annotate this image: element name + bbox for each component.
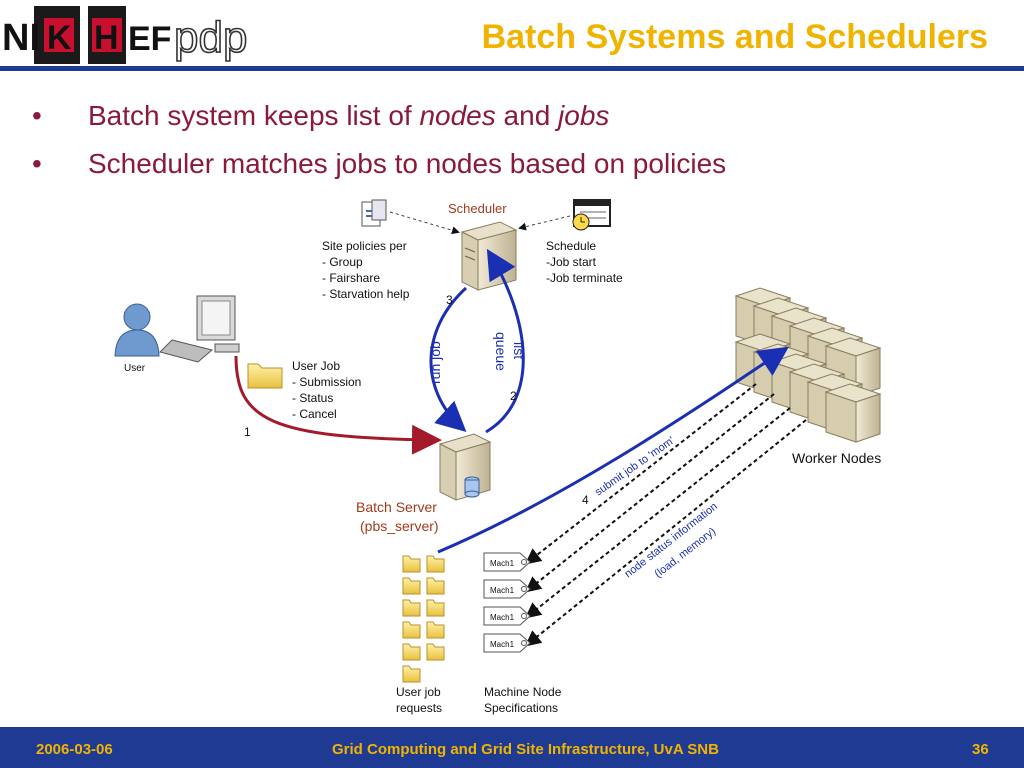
user-job-text: User Job - Submission - Status - Cancel bbox=[292, 359, 361, 421]
svg-text:- Group: - Group bbox=[322, 255, 363, 269]
batch-server-icon bbox=[438, 433, 492, 501]
mach-tag-label: Mach1 bbox=[490, 613, 515, 622]
svg-text:User Job: User Job bbox=[292, 359, 340, 373]
worker-nodes-label: Worker Nodes bbox=[792, 450, 881, 466]
svg-text:- Submission: - Submission bbox=[292, 375, 361, 389]
schedule-text: Schedule -Job start -Job terminate bbox=[546, 239, 623, 285]
user-job-requests-sublabel: requests bbox=[396, 701, 442, 715]
logo-text-pdp: pdp bbox=[174, 13, 247, 62]
scheduler-label: Scheduler bbox=[448, 201, 507, 216]
slide-header: NI K H EF pdp Batch Systems and Schedule… bbox=[0, 0, 1024, 71]
machine-node-sublabel: Specifications bbox=[484, 701, 558, 715]
submit-to-mom-arrow bbox=[437, 346, 789, 554]
footer-title: Grid Computing and Grid Site Infrastruct… bbox=[332, 741, 719, 758]
batch-server-label: Batch Server bbox=[356, 499, 437, 515]
scheduler-server-icon bbox=[460, 221, 518, 291]
svg-text:EF: EF bbox=[128, 20, 171, 58]
header-divider bbox=[0, 66, 1024, 71]
mach-tag-label: Mach1 bbox=[490, 640, 515, 649]
run-job-label: run job bbox=[427, 341, 443, 384]
svg-text:- Status: - Status bbox=[292, 391, 333, 405]
footer-page-number: 36 bbox=[972, 741, 989, 758]
svg-text:- Starvation help: - Starvation help bbox=[322, 287, 410, 301]
submit-job-arrow bbox=[234, 355, 442, 455]
logo-text-nik: NI bbox=[2, 17, 40, 59]
run-job-arrow bbox=[429, 286, 468, 433]
step-2-label: 2 bbox=[510, 389, 517, 403]
svg-text:K: K bbox=[47, 19, 72, 57]
step-1-label: 1 bbox=[244, 425, 251, 439]
batch-server-sublabel: (pbs_server) bbox=[360, 518, 439, 534]
list-label: list bbox=[511, 342, 527, 359]
nikhef-pdp-logo: NI K H EF pdp bbox=[0, 6, 248, 64]
footer-date: 2006-03-06 bbox=[36, 741, 113, 758]
svg-text:-Job start: -Job start bbox=[546, 255, 597, 269]
svg-text:H: H bbox=[94, 19, 119, 57]
calendar-clock-icon bbox=[572, 199, 611, 231]
batch-system-diagram: Scheduler Site policies per - Group - Fa… bbox=[114, 199, 881, 715]
machine-node-label: Machine Node bbox=[484, 685, 562, 699]
bullet-text: Scheduler matches jobs to nodes based on… bbox=[88, 148, 727, 179]
site-policies-text: Site policies per - Group - Fairshare - … bbox=[322, 239, 410, 301]
step-3-label: 3 bbox=[446, 293, 453, 307]
bullet-dot: • bbox=[32, 100, 42, 131]
user-job-request-folders bbox=[402, 555, 445, 683]
worker-nodes-rack-icon bbox=[734, 287, 881, 443]
bullet-text: Batch system keeps list of nodes and job… bbox=[88, 100, 610, 131]
svg-text:-Job terminate: -Job terminate bbox=[546, 271, 623, 285]
node-status-arrows bbox=[524, 383, 807, 647]
machine-node-tags: Mach1 Mach1 Mach1 Mach1 bbox=[483, 552, 531, 653]
mach-tag-label: Mach1 bbox=[490, 586, 515, 595]
bullet-dot: • bbox=[32, 148, 42, 179]
user-icon bbox=[114, 303, 160, 357]
svg-text:Site policies per: Site policies per bbox=[322, 239, 407, 253]
slide-footer: 2006-03-06 Grid Computing and Grid Site … bbox=[0, 727, 1024, 768]
user-label: User bbox=[124, 363, 146, 374]
list-queue-arrow bbox=[485, 248, 525, 434]
computer-icon bbox=[159, 295, 240, 363]
schedule-to-scheduler-arrow bbox=[518, 215, 571, 231]
step-4-label: 4 bbox=[582, 493, 589, 507]
queue-label: queue bbox=[493, 332, 509, 371]
svg-text:Schedule: Schedule bbox=[546, 239, 596, 253]
mach-tag-label: Mach1 bbox=[490, 559, 515, 568]
svg-text:- Fairshare: - Fairshare bbox=[322, 271, 380, 285]
site-policies-document-icon bbox=[361, 199, 387, 227]
page-title: Batch Systems and Schedulers bbox=[481, 18, 988, 56]
user-job-requests-label: User job bbox=[396, 685, 441, 699]
svg-text:- Cancel: - Cancel bbox=[292, 407, 337, 421]
folder-icon bbox=[247, 363, 283, 389]
